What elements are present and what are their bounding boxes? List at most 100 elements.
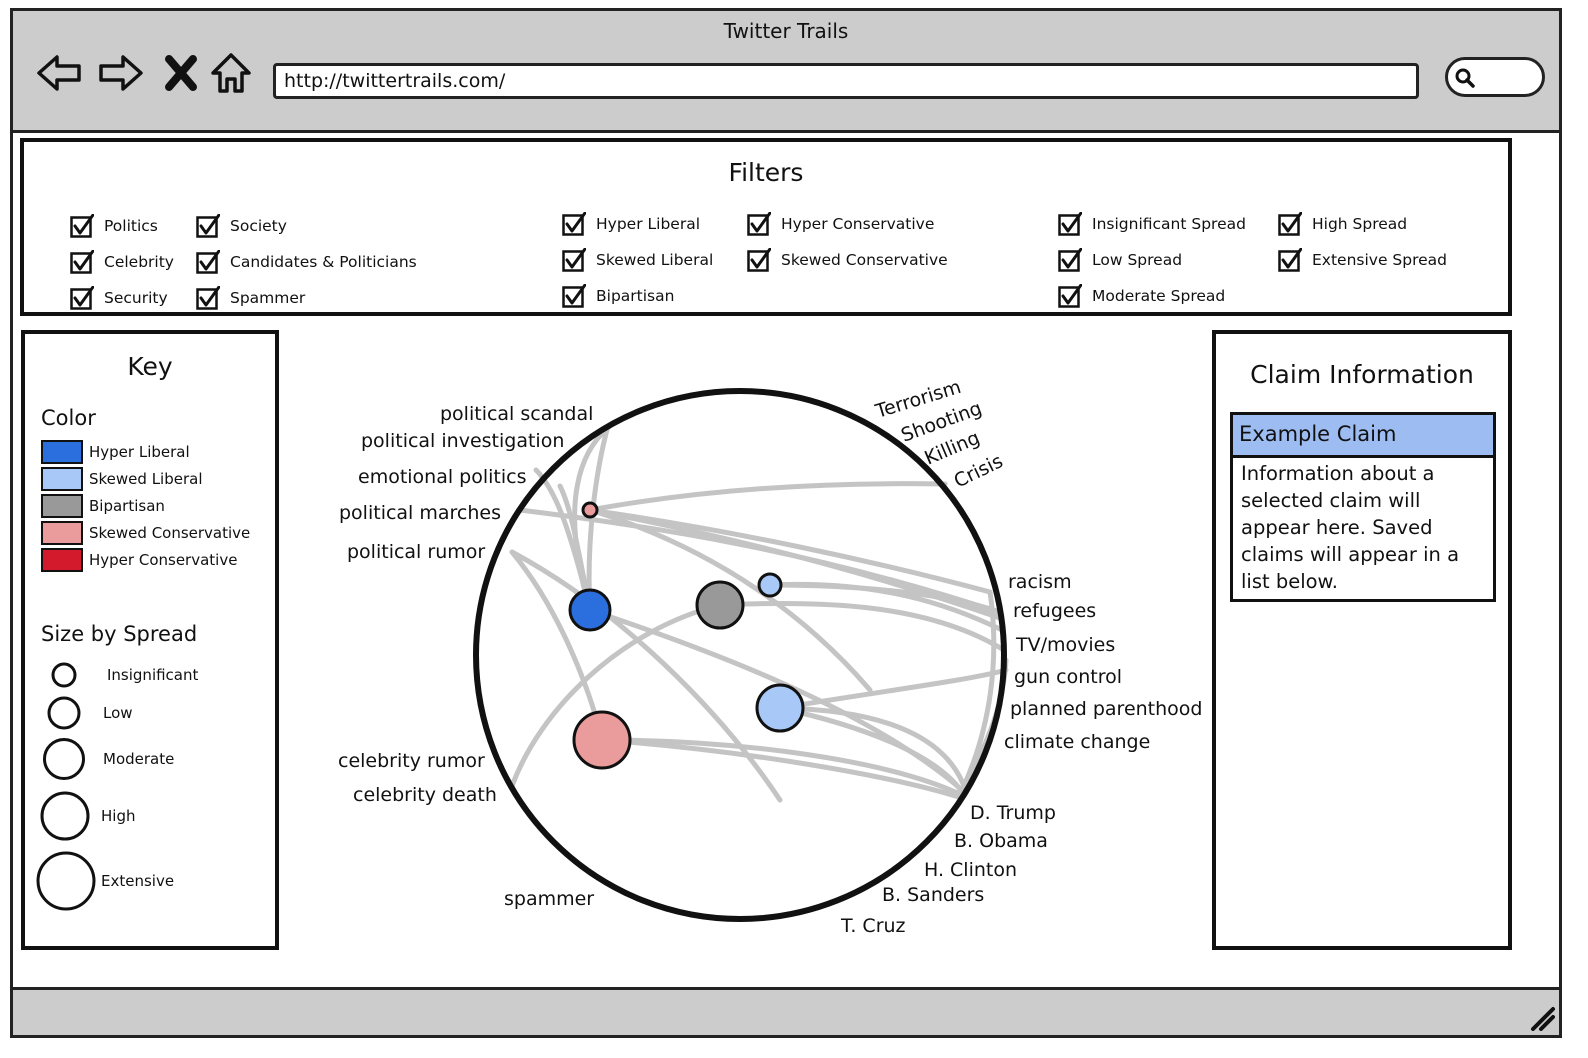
checkbox-checked-icon[interactable] bbox=[70, 214, 94, 238]
key-size-label: Low bbox=[103, 704, 133, 722]
key-size-label: Moderate bbox=[103, 750, 175, 768]
browser-toolbar: Twitter Trails http://twittertrails.com/ bbox=[13, 11, 1559, 133]
filter-bipartisan[interactable]: Bipartisan bbox=[562, 284, 674, 308]
topic-label[interactable]: planned parenthood bbox=[1010, 698, 1203, 720]
checkbox-checked-icon[interactable] bbox=[562, 212, 586, 236]
checkbox-checked-icon[interactable] bbox=[1278, 248, 1302, 272]
filter-label: Insignificant Spread bbox=[1092, 215, 1246, 233]
key-panel: Key Color Hyper Liberal Skewed Liberal B… bbox=[21, 330, 279, 950]
filter-moderate-spread[interactable]: Moderate Spread bbox=[1058, 284, 1225, 308]
color-swatch bbox=[41, 467, 83, 491]
topic-label[interactable]: emotional politics bbox=[358, 466, 527, 488]
topic-label[interactable]: H. Clinton bbox=[924, 859, 1017, 881]
checkbox-checked-icon[interactable] bbox=[562, 248, 586, 272]
filter-label: Security bbox=[104, 289, 168, 307]
topic-label[interactable]: T. Cruz bbox=[840, 915, 906, 937]
filter-extensive-spread[interactable]: Extensive Spread bbox=[1278, 248, 1447, 272]
filter-insignificant-spread[interactable]: Insignificant Spread bbox=[1058, 212, 1246, 236]
claim-node[interactable] bbox=[695, 580, 745, 630]
example-claim-item[interactable]: Example Claim bbox=[1230, 412, 1496, 458]
back-button[interactable] bbox=[33, 47, 85, 99]
topic-label[interactable]: celebrity death bbox=[353, 784, 497, 806]
checkbox-checked-icon[interactable] bbox=[70, 286, 94, 310]
filter-label: Spammer bbox=[230, 289, 306, 307]
topic-label[interactable]: gun control bbox=[1014, 666, 1122, 688]
key-color-heading: Color bbox=[41, 406, 96, 430]
checkbox-checked-icon[interactable] bbox=[70, 250, 94, 274]
claim-node[interactable] bbox=[757, 572, 783, 598]
topic-link bbox=[599, 737, 967, 799]
key-color-hyper-liberal: Hyper Liberal bbox=[41, 440, 190, 464]
filter-hyper-conservative[interactable]: Hyper Conservative bbox=[747, 212, 934, 236]
filter-label: Extensive Spread bbox=[1312, 251, 1448, 269]
filter-politics[interactable]: Politics bbox=[70, 214, 158, 238]
filter-low-spread[interactable]: Low Spread bbox=[1058, 248, 1182, 272]
checkbox-checked-icon[interactable] bbox=[196, 250, 220, 274]
filter-society[interactable]: Society bbox=[196, 214, 287, 238]
filter-label: Celebrity bbox=[104, 253, 174, 271]
checkbox-checked-icon[interactable] bbox=[1058, 248, 1082, 272]
checkbox-checked-icon[interactable] bbox=[196, 214, 220, 238]
stop-button[interactable] bbox=[155, 47, 207, 99]
filter-security[interactable]: Security bbox=[70, 286, 168, 310]
topic-label[interactable]: celebrity rumor bbox=[338, 750, 485, 772]
forward-button[interactable] bbox=[95, 47, 147, 99]
claim-node[interactable] bbox=[568, 588, 612, 632]
filter-skewed-conservative[interactable]: Skewed Conservative bbox=[747, 248, 948, 272]
filter-skewed-liberal[interactable]: Skewed Liberal bbox=[562, 248, 713, 272]
browser-search-field[interactable] bbox=[1445, 57, 1545, 97]
topic-label[interactable]: climate change bbox=[1004, 731, 1150, 753]
topic-label[interactable]: refugees bbox=[1013, 600, 1096, 622]
checkbox-checked-icon[interactable] bbox=[747, 212, 771, 236]
home-button[interactable] bbox=[205, 47, 257, 99]
checkbox-checked-icon[interactable] bbox=[1058, 284, 1082, 308]
url-bar[interactable]: http://twittertrails.com/ bbox=[273, 63, 1419, 99]
key-title: Key bbox=[127, 352, 173, 381]
topic-label[interactable]: political rumor bbox=[347, 541, 485, 563]
filter-high-spread[interactable]: High Spread bbox=[1278, 212, 1407, 236]
claim-info-line: Information about a bbox=[1241, 462, 1435, 485]
filter-candidates-politicians[interactable]: Candidates & Politicians bbox=[196, 250, 417, 274]
close-icon bbox=[165, 55, 197, 91]
topic-link bbox=[959, 589, 997, 793]
topic-label[interactable]: political scandal bbox=[440, 403, 593, 425]
key-size-extensive: Extensive bbox=[35, 850, 174, 912]
filter-spammer[interactable]: Spammer bbox=[196, 286, 305, 310]
topic-label[interactable]: spammer bbox=[504, 888, 594, 910]
topic-label[interactable]: B. Obama bbox=[954, 830, 1048, 852]
graph-outer-circle bbox=[473, 388, 1007, 922]
topic-link bbox=[777, 667, 1009, 711]
claim-info-line: list below. bbox=[1241, 570, 1338, 593]
color-swatch bbox=[41, 548, 83, 572]
filter-hyper-liberal[interactable]: Hyper Liberal bbox=[562, 212, 700, 236]
filter-label: High Spread bbox=[1312, 215, 1408, 233]
key-color-bipartisan: Bipartisan bbox=[41, 494, 165, 518]
size-circle-icon bbox=[51, 662, 77, 688]
checkbox-checked-icon[interactable] bbox=[747, 248, 771, 272]
checkbox-checked-icon[interactable] bbox=[562, 284, 586, 308]
topic-links bbox=[509, 423, 1009, 803]
key-color-hyper-conservative: Hyper Conservative bbox=[41, 548, 237, 572]
claim-node[interactable] bbox=[572, 710, 632, 770]
filter-celebrity[interactable]: Celebrity bbox=[70, 250, 174, 274]
claim-panel-title: Claim Information bbox=[1250, 360, 1474, 389]
topic-label[interactable]: D. Trump bbox=[970, 802, 1056, 824]
resize-grip-icon[interactable] bbox=[1525, 1001, 1555, 1031]
size-circle-icon bbox=[36, 851, 96, 911]
topic-label[interactable]: political investigation bbox=[361, 430, 564, 452]
claim-node[interactable] bbox=[755, 683, 805, 733]
filter-label: Hyper Conservative bbox=[781, 215, 935, 233]
key-size-label: High bbox=[101, 807, 136, 825]
claim-node[interactable] bbox=[581, 501, 599, 519]
checkbox-checked-icon[interactable] bbox=[196, 286, 220, 310]
topic-label[interactable]: TV/movies bbox=[1015, 634, 1115, 656]
key-color-label: Hyper Liberal bbox=[89, 443, 190, 461]
key-color-label: Skewed Liberal bbox=[89, 470, 203, 488]
topic-label[interactable]: political marches bbox=[339, 502, 501, 524]
checkbox-checked-icon[interactable] bbox=[1278, 212, 1302, 236]
checkbox-checked-icon[interactable] bbox=[1058, 212, 1082, 236]
filter-label: Politics bbox=[104, 217, 158, 235]
topic-label[interactable]: B. Sanders bbox=[882, 884, 984, 906]
claim-info-line: appear here. Saved bbox=[1241, 516, 1433, 539]
topic-label[interactable]: racism bbox=[1008, 571, 1072, 593]
